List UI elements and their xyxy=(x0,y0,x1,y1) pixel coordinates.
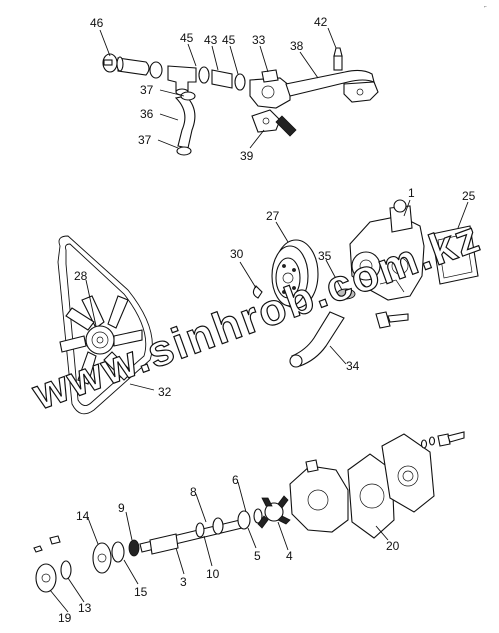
callout-35: 35 xyxy=(318,249,332,263)
callout-4: 4 xyxy=(286,549,293,563)
drive-belt xyxy=(57,235,153,415)
connector xyxy=(211,69,233,89)
callout-46: 46 xyxy=(90,16,104,30)
hose-clamp xyxy=(234,73,246,91)
corner-mark: ⌐ xyxy=(484,4,487,10)
callout-45-second: 45 xyxy=(222,33,236,47)
curved-hose xyxy=(174,95,196,149)
seal xyxy=(60,560,72,580)
housing-gasket xyxy=(347,453,395,539)
callout-37: 37 xyxy=(140,83,154,97)
coolant-pipe-assembly xyxy=(102,47,379,156)
pipe-flange xyxy=(343,81,379,103)
callout-32: 32 xyxy=(158,385,172,399)
callout-30: 30 xyxy=(230,247,244,261)
callout-37-second: 37 xyxy=(138,133,152,147)
pump-housing xyxy=(289,465,349,533)
retaining-ring xyxy=(128,539,140,557)
pulley xyxy=(271,239,319,309)
washer xyxy=(428,436,436,446)
callout-27: 27 xyxy=(266,209,280,223)
clamp-screw xyxy=(103,59,113,66)
callout-9: 9 xyxy=(118,501,125,515)
callout-5: 5 xyxy=(254,549,261,563)
callout-42: 42 xyxy=(314,15,328,29)
callout-labels: 46 45 43 45 33 38 42 37 36 37 39 1 25 27… xyxy=(58,15,476,625)
key xyxy=(49,535,61,545)
bolt xyxy=(275,115,297,137)
bolt-shank xyxy=(447,431,465,443)
callout-1: 1 xyxy=(408,186,415,200)
hose-clamp xyxy=(198,66,210,84)
seal xyxy=(212,517,224,535)
callout-19: 19 xyxy=(58,611,72,625)
callout-33: 33 xyxy=(252,33,266,47)
bolt-shank xyxy=(387,313,409,323)
tee-fitting xyxy=(167,65,197,93)
pin xyxy=(33,545,43,553)
hose-clamp xyxy=(149,61,163,79)
callout-39: 39 xyxy=(240,149,254,163)
callout-8: 8 xyxy=(190,485,197,499)
pump-exploded-view xyxy=(33,431,465,593)
callout-15: 15 xyxy=(134,585,148,599)
short-hose xyxy=(117,57,150,76)
callout-3: 3 xyxy=(180,575,187,589)
hose-clamp xyxy=(180,91,196,101)
callout-43: 43 xyxy=(204,33,218,47)
hub xyxy=(35,563,57,593)
sensor xyxy=(333,55,343,71)
callout-28: 28 xyxy=(74,269,88,283)
callout-13: 13 xyxy=(78,601,92,615)
callout-10: 10 xyxy=(206,567,220,581)
callout-25: 25 xyxy=(462,189,476,203)
circlip xyxy=(252,285,263,299)
washer xyxy=(420,439,428,449)
bearing xyxy=(111,541,125,563)
callout-34: 34 xyxy=(346,359,360,373)
callout-20: 20 xyxy=(386,539,400,553)
thermostat-housing xyxy=(249,77,291,109)
seal-ring xyxy=(237,510,251,530)
callout-6: 6 xyxy=(232,473,239,487)
hose-clamp xyxy=(336,288,356,300)
callout-36: 36 xyxy=(140,107,154,121)
gasket xyxy=(251,109,281,133)
leader-lines xyxy=(49,27,469,613)
washer xyxy=(195,522,205,538)
bolt-head xyxy=(375,311,391,329)
hose-clamp xyxy=(176,146,192,156)
callout-38: 38 xyxy=(290,39,304,53)
pump-gasket xyxy=(431,225,479,285)
callout-14: 14 xyxy=(76,509,90,523)
impeller xyxy=(257,495,291,529)
callout-45: 45 xyxy=(180,31,194,45)
gland xyxy=(253,508,263,524)
water-pump xyxy=(349,199,425,301)
bolt-head xyxy=(437,433,451,447)
flange xyxy=(92,542,112,574)
cover-plate xyxy=(381,433,435,513)
